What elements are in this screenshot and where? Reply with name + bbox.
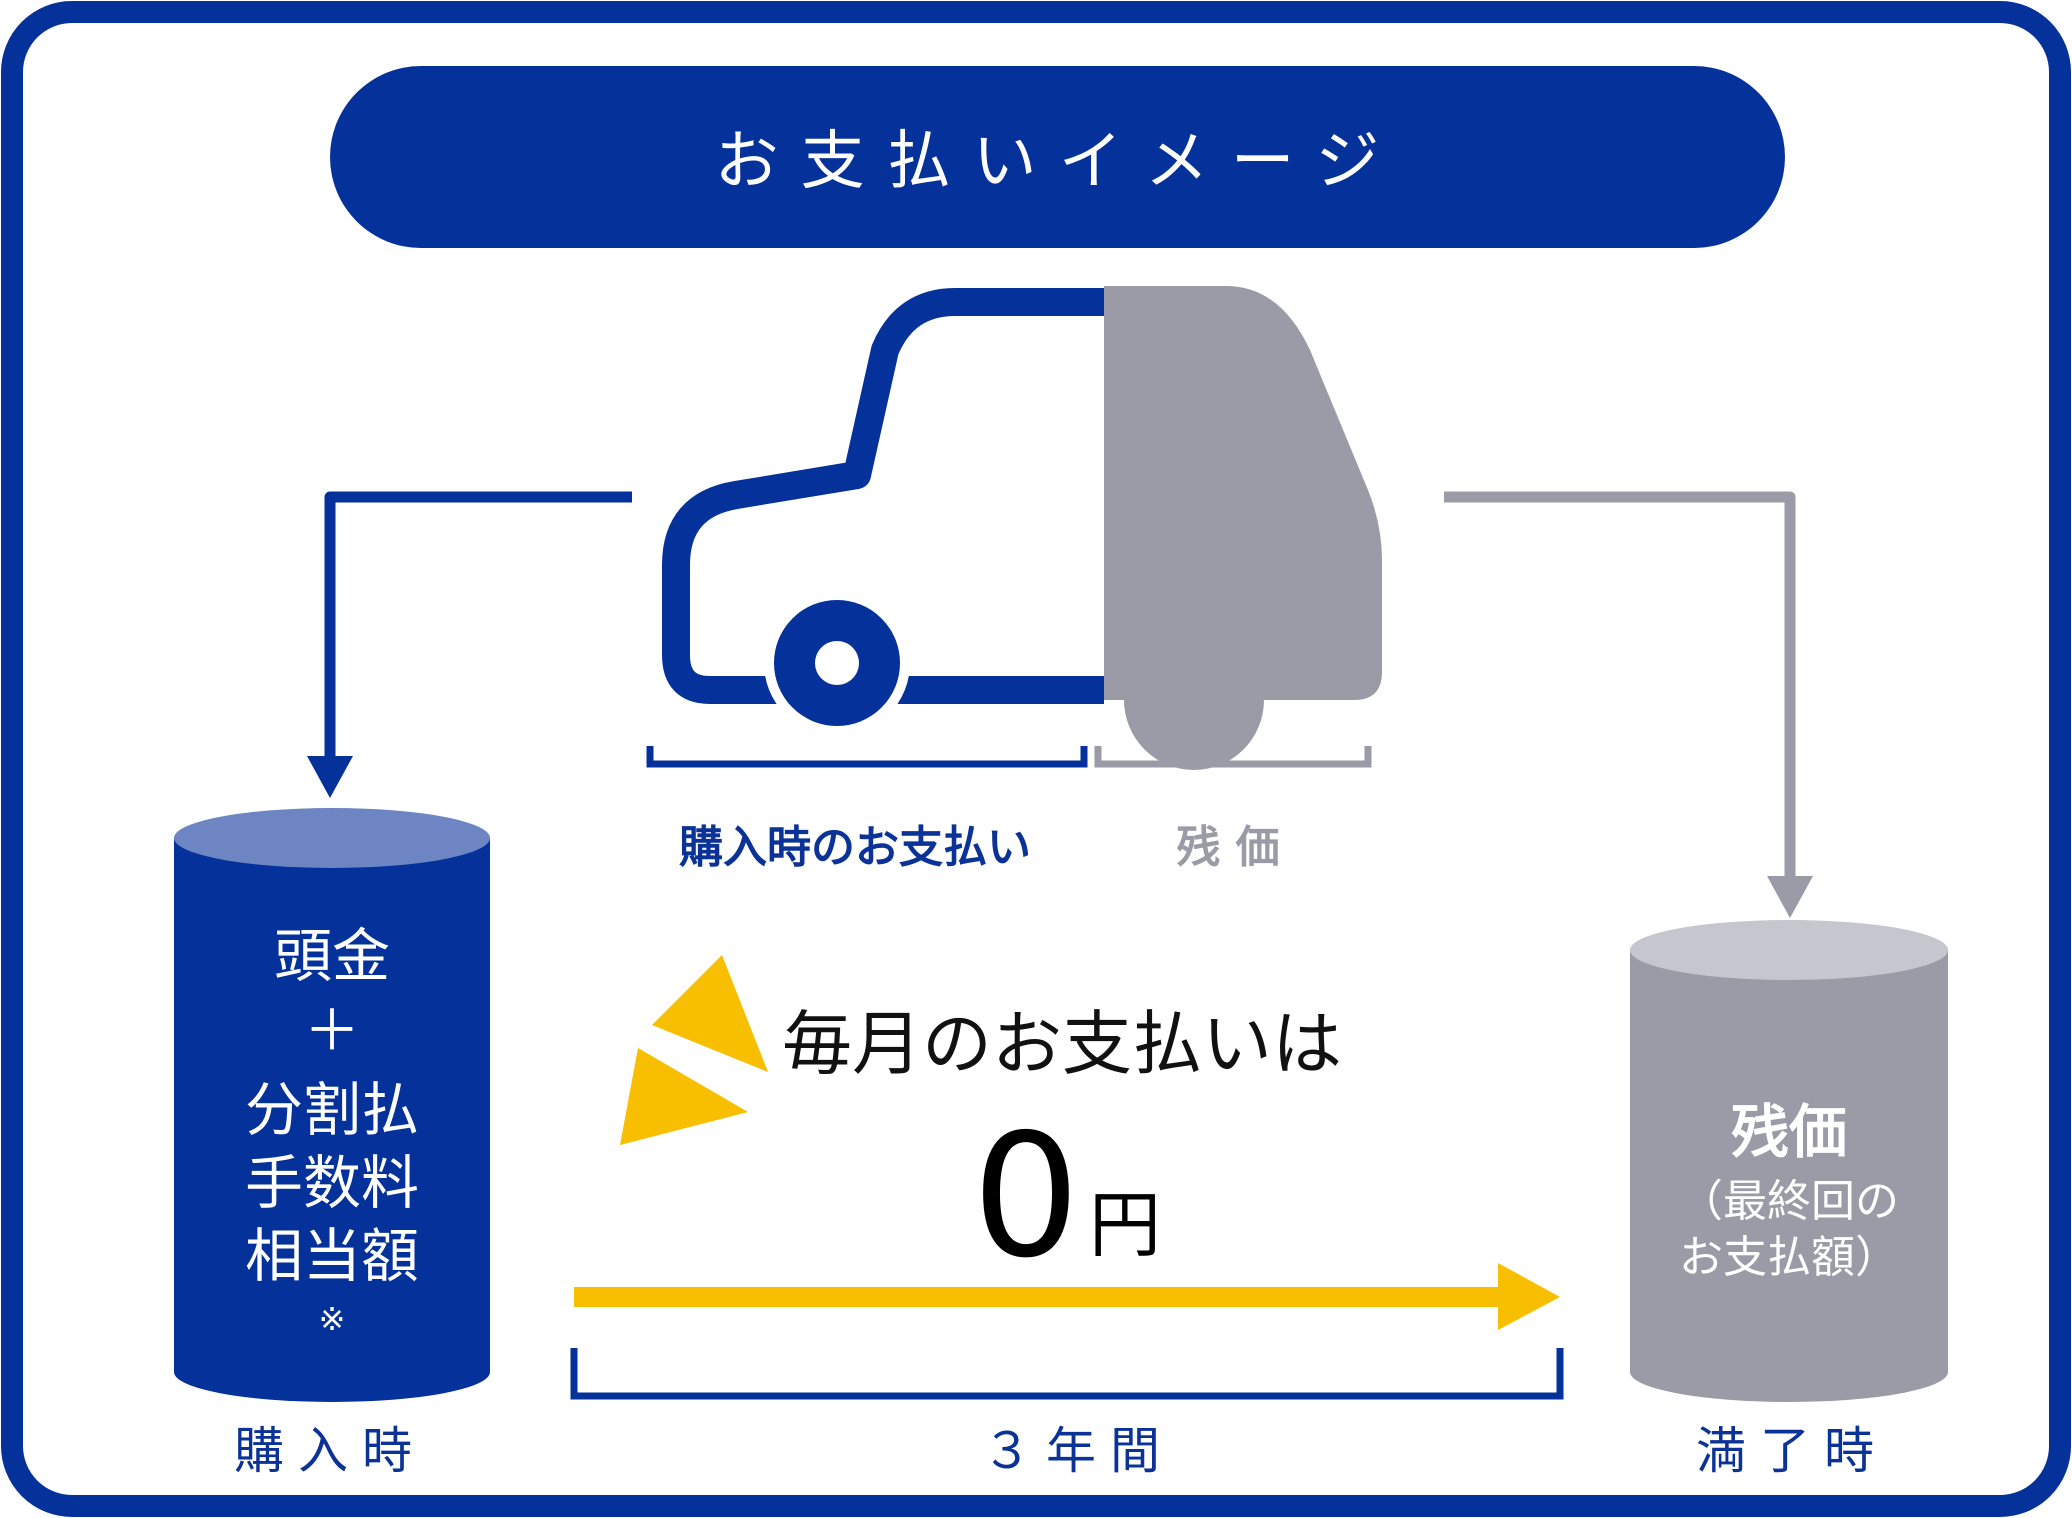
residual-bracket (1094, 746, 1372, 768)
purchase-can-top (174, 808, 490, 868)
residual-can-sub-1: （最終回の (1679, 1176, 1899, 1227)
period-label: ３年間 (982, 1422, 1174, 1480)
purchase-payment-label: 購入時のお支払い (679, 822, 1031, 873)
emphasis-triangle-upper (652, 955, 768, 1072)
purchase-can-body (174, 838, 490, 1402)
emphasis-triangle-lower (620, 1048, 748, 1145)
car-purchase-outline (662, 288, 1104, 704)
monthly-amount: 0 (972, 1098, 1080, 1296)
residual-can-top (1630, 920, 1948, 980)
can-line-down-payment: 頭金 (274, 922, 390, 990)
residual-label: 残 価 (1176, 822, 1279, 873)
residual-arrow-head (1767, 876, 1813, 918)
purchase-arrow-head (307, 756, 353, 798)
residual-can-title: 残価 (1731, 1098, 1847, 1166)
can-line-plus: ＋ (304, 999, 360, 1064)
car-front-wheel-hub (815, 641, 859, 685)
currency-unit: 円 (1089, 1183, 1161, 1267)
can-line-note-mark: ※ (319, 1300, 346, 1338)
residual-can-body (1630, 950, 1948, 1402)
period-bracket (570, 1348, 1564, 1400)
title-banner (330, 66, 1785, 248)
monthly-payment-text: 毎月のお支払いは (782, 1003, 1342, 1085)
purchase-bracket (646, 746, 1088, 768)
car-rear-wheel (1124, 700, 1264, 770)
residual-connector-line (1444, 491, 1796, 880)
purchase-connector-line (324, 491, 632, 760)
timeline-arrow-head (1498, 1263, 1560, 1330)
residual-can-sub-2: お支払額） (1679, 1232, 1899, 1283)
car-residual-half (1104, 286, 1382, 700)
can-line-installment: 分割払 (245, 1076, 419, 1144)
purchase-time-caption: 購入時 (234, 1422, 426, 1480)
timeline-arrow-shaft (574, 1287, 1504, 1307)
banner-title: お支払いイメージ (715, 125, 1402, 199)
can-line-fee: 手数料 (245, 1149, 419, 1217)
maturity-time-caption: 満了時 (1696, 1422, 1888, 1480)
can-line-equivalent: 相当額 (245, 1222, 419, 1290)
